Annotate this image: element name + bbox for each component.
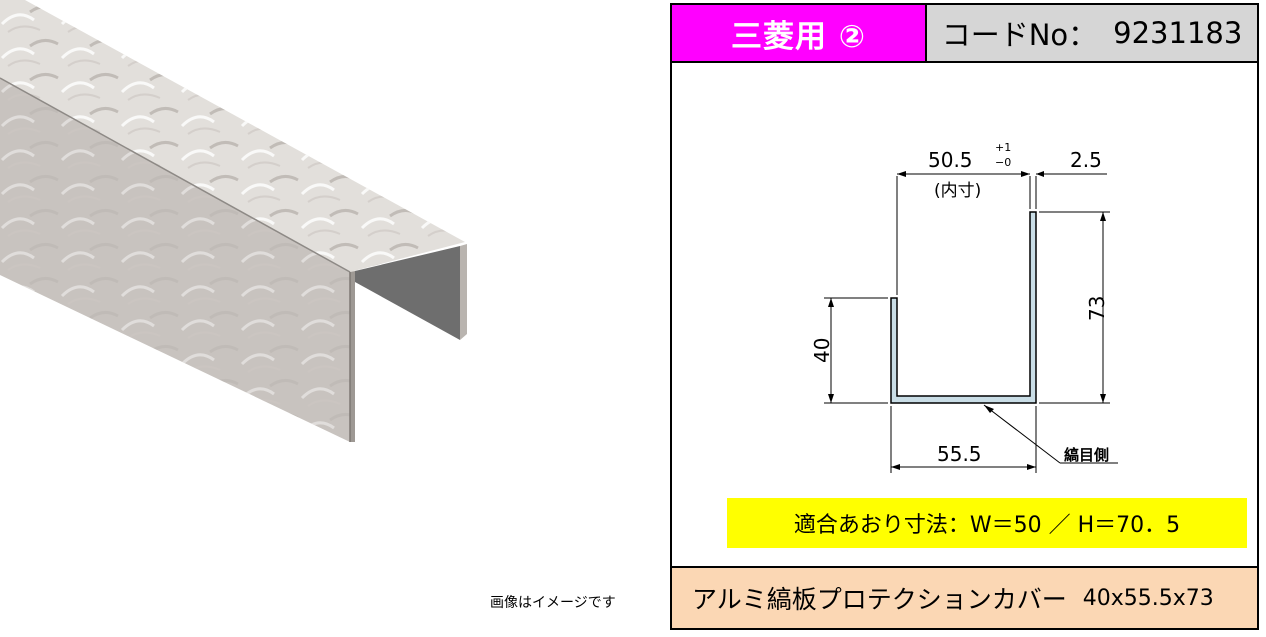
inner-channel xyxy=(355,246,460,340)
inner-width-label: 50.5 xyxy=(928,148,973,172)
bottom-width-label: 55.5 xyxy=(937,442,982,466)
inner-note-label: (内寸) xyxy=(934,181,981,201)
spec-card: 三菱用 ② コードNo： 9231183 50.5 +1 −0 (内寸) 2.5… xyxy=(670,3,1259,630)
pattern-side-label: 縞目側 xyxy=(1064,446,1109,464)
short-height-label: 40 xyxy=(810,338,834,363)
cross-section-drawing: 50.5 +1 −0 (内寸) 2.5 73 40 55.5 縞目側 xyxy=(810,141,1118,473)
tolerance-minus-label: −0 xyxy=(995,156,1011,169)
product-image xyxy=(0,0,467,442)
product-name: アルミ縞板プロテクションカバー xyxy=(692,585,1067,614)
model-label: 三菱用 ② xyxy=(672,5,927,63)
thickness-label: 2.5 xyxy=(1070,148,1102,172)
product-size: 40x55.5x73 xyxy=(1082,585,1214,611)
image-caption: 画像はイメージです xyxy=(490,595,616,611)
u-profile xyxy=(890,211,1037,404)
code-value: 9231183 xyxy=(1113,16,1243,50)
outer-height-label: 73 xyxy=(1085,296,1109,321)
product-code: コードNo： 9231183 xyxy=(927,5,1257,63)
tolerance-plus-label: +1 xyxy=(995,141,1011,154)
fit-dimension-note: 適合あおり寸法：W＝50 ／ H＝70．5 xyxy=(727,498,1247,548)
code-label: コードNo： xyxy=(941,18,1098,52)
product-title-bar: アルミ縞板プロテクションカバー 40x55.5x73 xyxy=(672,566,1257,628)
